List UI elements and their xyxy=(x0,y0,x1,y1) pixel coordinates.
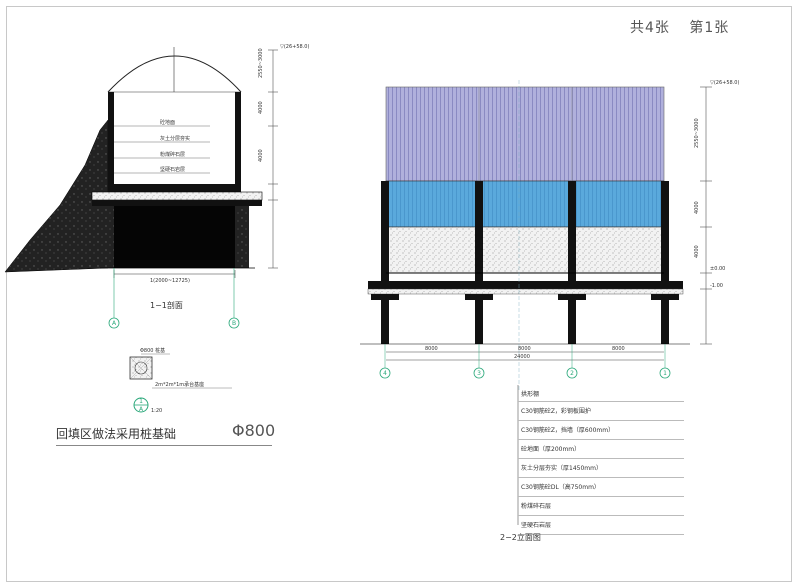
note-text: 回填区做法采用桩基础 xyxy=(56,427,177,441)
ground-beam xyxy=(368,281,683,289)
right-wall xyxy=(235,92,241,268)
pile-detail xyxy=(129,353,232,413)
column-1 xyxy=(661,181,669,344)
sec2-elev-5: ±0.00 xyxy=(710,266,725,272)
axis-bubble-4: 4 xyxy=(383,370,387,377)
cap-label: 2m*2m*1m承台基座 xyxy=(155,381,204,388)
section-1-title: 1−1剖面 xyxy=(150,301,183,310)
roof-cladding xyxy=(385,86,665,182)
sec2-elev-4: 4000 xyxy=(694,245,700,258)
axis-bubble-b: B xyxy=(232,320,236,327)
sheet-total: 共4张 xyxy=(630,20,670,36)
pile-label: Φ800 桩基 xyxy=(140,347,165,354)
total-span-label: 24000 xyxy=(514,354,530,360)
span-label-1: 8000 xyxy=(425,346,438,352)
sec1-elev-4: 4000 xyxy=(258,149,264,162)
axis-bubble-1: 1 xyxy=(663,370,667,377)
sheet-info: 共4张 第1张 xyxy=(630,17,743,37)
legend-row: 拱形棚 xyxy=(518,388,684,402)
layer-label-4: 坚硬石岩层 xyxy=(160,166,185,173)
axis-bubble-2: 2 xyxy=(570,370,574,377)
span-label-2: 8000 xyxy=(518,346,531,352)
axis-bubble-a: A xyxy=(112,320,117,327)
floor-slab xyxy=(114,184,235,192)
sec2-elev-2: 2550~3000 xyxy=(694,118,700,148)
section-1-1 xyxy=(4,47,278,329)
sec1-elev-3: 4000 xyxy=(258,101,264,114)
legend-row: 坚硬石岩层 xyxy=(518,516,684,535)
sheet-page: 第1张 xyxy=(689,20,730,36)
callout-top: 1 xyxy=(139,398,143,405)
legend-row: C30钢筋砼Z，挡墙（厚600mm） xyxy=(518,421,684,440)
legend-row: 灰土分层夯实（厚1450mm） xyxy=(518,459,684,478)
layer-label-2: 灰土分层夯实 xyxy=(160,135,190,142)
left-wall xyxy=(108,92,114,268)
sec1-elev-top: ▽(26+58.0) xyxy=(280,44,309,50)
section-2-2 xyxy=(360,80,712,525)
legend-row: 粉煤碎石层 xyxy=(518,497,684,516)
column-4 xyxy=(381,181,389,344)
note-underline xyxy=(56,445,272,446)
column-2 xyxy=(568,181,576,344)
axis-bubble-3: 3 xyxy=(477,370,481,377)
detail-scale: 1:20 xyxy=(151,408,162,414)
layer-label-3: 粉煤碎石层 xyxy=(160,151,185,158)
drawing-frame xyxy=(6,6,792,582)
arch-roof xyxy=(107,55,242,93)
steel-panel-wall xyxy=(385,180,665,228)
sec1-elev-2: 2550~3000 xyxy=(258,48,264,78)
section-2-title: 2−2立面图 xyxy=(500,533,541,542)
retaining-wall-fill xyxy=(385,226,665,274)
sec2-elev-3: 4000 xyxy=(694,201,700,214)
sec2-elev-top: ▽(26+58.0) xyxy=(710,80,739,86)
callout-bottom: A xyxy=(139,406,144,413)
pile-pit xyxy=(114,206,235,268)
note-diameter: Φ800 xyxy=(232,421,276,440)
layer-legend: 拱形棚 C30钢筋砼Z，彩钢板围护 C30钢筋砼Z，挡墙（厚600mm） 砼地面… xyxy=(518,388,684,535)
column-3 xyxy=(475,181,483,344)
layer-label-1: 砼地面 xyxy=(160,119,175,126)
sec2-elev-6: -1.00 xyxy=(710,283,723,289)
span-label-3: 8000 xyxy=(612,346,625,352)
legend-row: C30钢筋砼DL（高750mm） xyxy=(518,478,684,497)
legend-row: C30钢筋砼Z，彩钢板围护 xyxy=(518,402,684,421)
legend-row: 砼地面（厚200mm） xyxy=(518,440,684,459)
sec1-width: 1(2000~12725) xyxy=(150,278,190,284)
